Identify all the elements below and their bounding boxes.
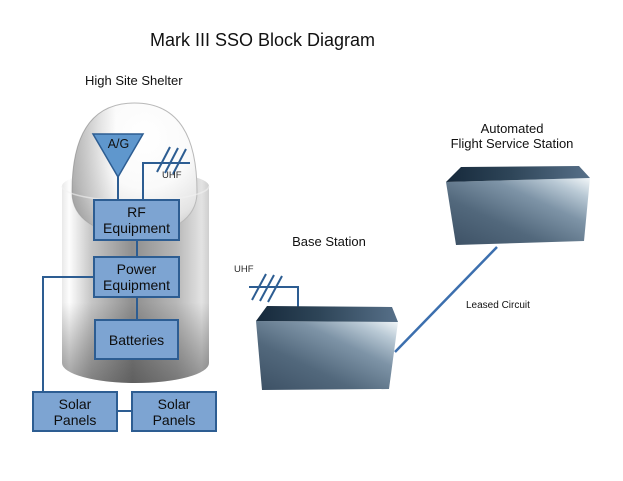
base-station-uhf-label: UHF [234, 264, 254, 275]
high-site-shelter-label: High Site Shelter [85, 73, 183, 88]
afss-box [446, 166, 590, 245]
diagram-title: Mark III SSO Block Diagram [149, 30, 376, 50]
ag-antenna-triangle [91, 133, 145, 179]
base-station-uhf-antenna-icon [249, 273, 299, 307]
batteries-box: Batteries [94, 319, 179, 360]
leased-circuit-label: Leased Circuit [466, 300, 530, 311]
leased-circuit-line [394, 246, 498, 353]
solar-panels-box-left: Solar Panels [32, 391, 118, 432]
rf-equipment-box: RF Equipment [93, 199, 180, 241]
power-equipment-box: Power Equipment [93, 256, 180, 298]
ag-antenna-label: A/G [107, 137, 130, 151]
solar-panels-box-right: Solar Panels [131, 391, 217, 432]
afss-label: Automated Flight Service Station [450, 121, 574, 151]
uhf-antenna-icon [156, 146, 187, 175]
base-station-box [256, 306, 398, 390]
high-site-uhf-label: UHF [162, 170, 182, 181]
base-station-label: Base Station [292, 234, 366, 249]
shelter-connector-lines [42, 162, 190, 412]
